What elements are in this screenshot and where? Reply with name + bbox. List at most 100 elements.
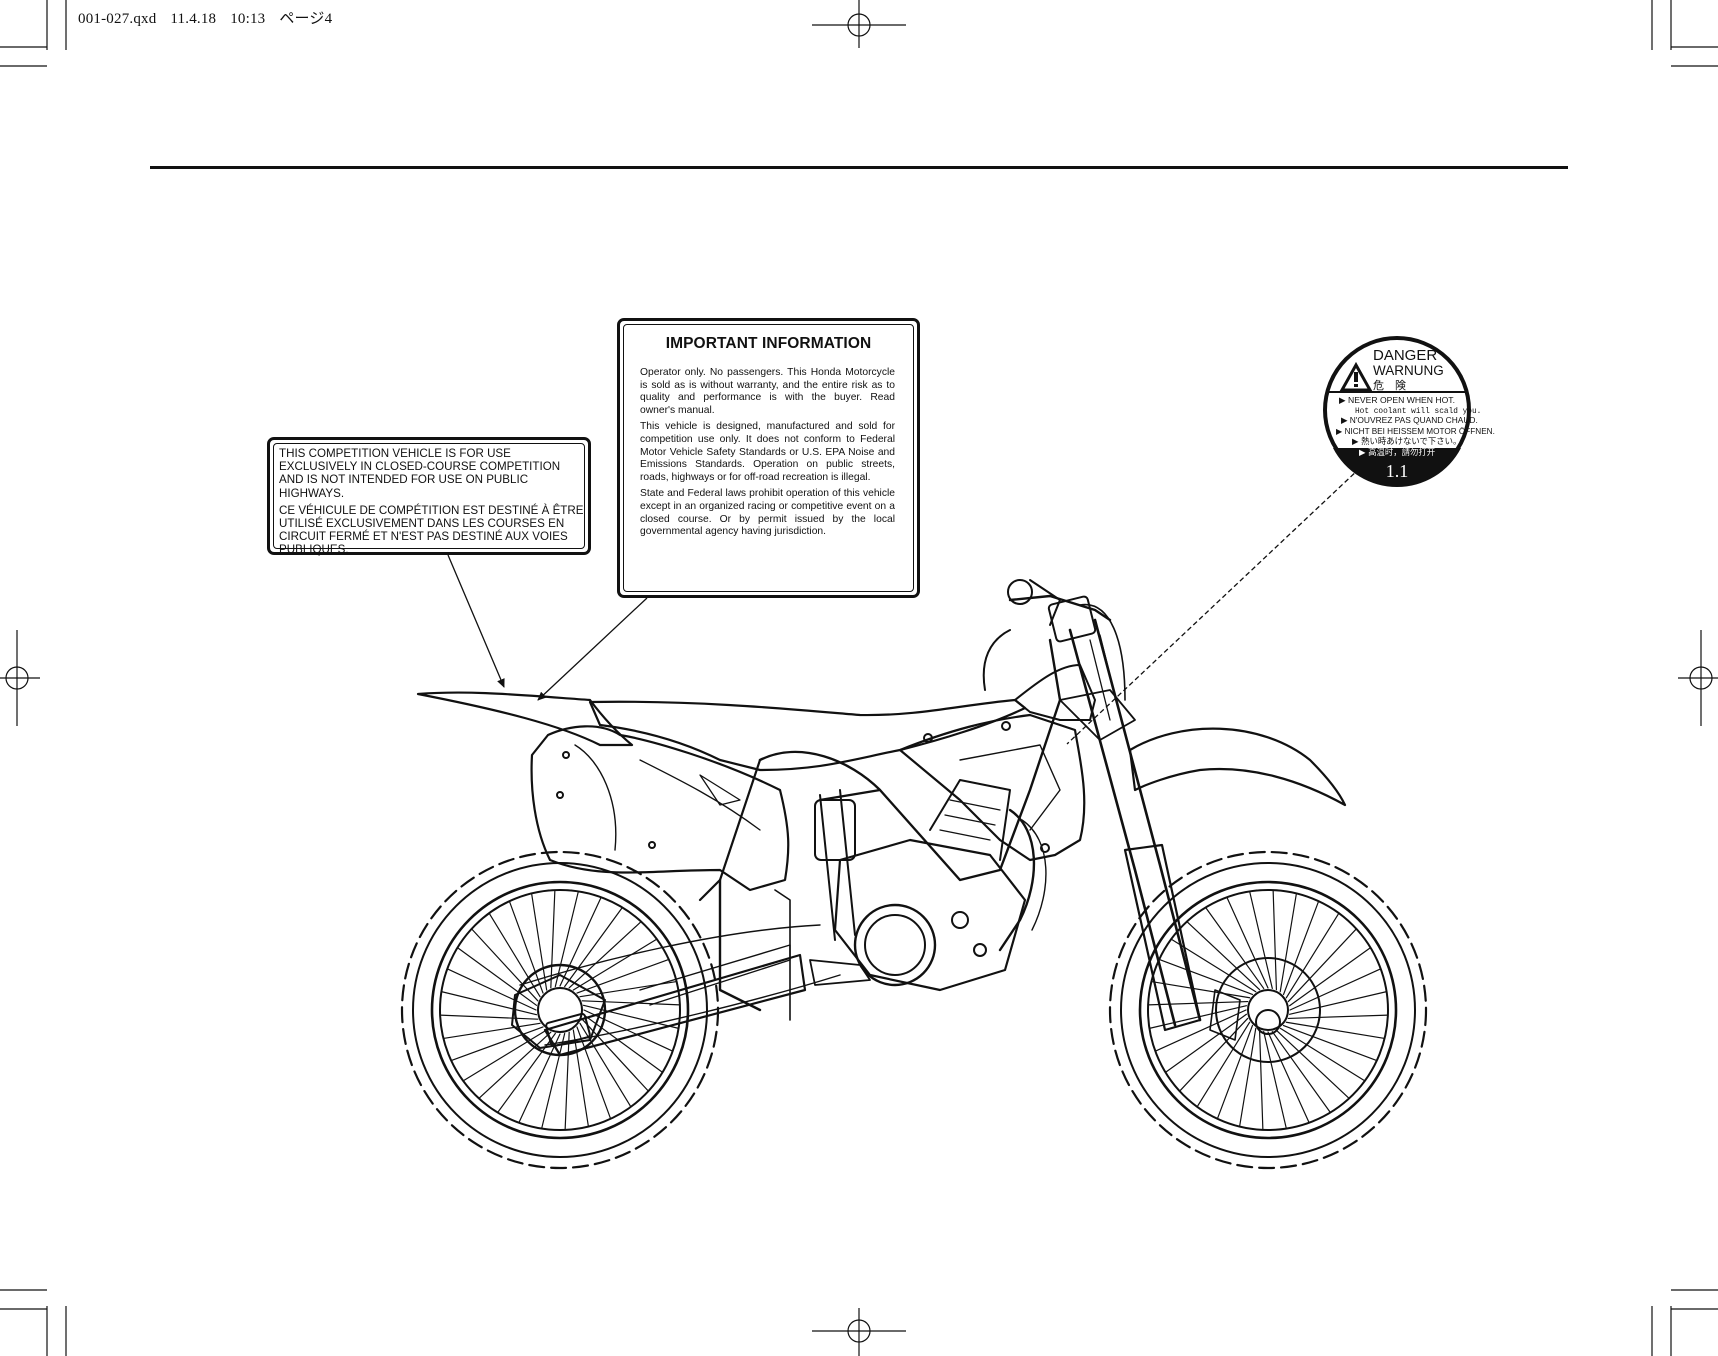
wheel-spoke <box>1249 890 1273 990</box>
printer-slug: 001-027.qxd 11.4.18 10:13 ページ4 <box>78 7 342 28</box>
rear-fender <box>416 691 634 747</box>
danger-heading-ja: 危 険 <box>1373 379 1406 392</box>
wheel-spoke <box>1205 906 1265 990</box>
front-fork <box>1047 595 1202 1032</box>
wheel-spoke <box>1289 968 1382 1011</box>
important-label-title: IMPORTANT INFORMATION <box>665 335 872 352</box>
warning-triangle-icon <box>1339 361 1373 392</box>
wheel-spoke <box>564 1031 570 1131</box>
danger-line-3: ▶ N'OUVREZ PAS QUAND CHAUD. <box>1341 415 1478 425</box>
registration-mark-right <box>1678 630 1718 726</box>
slug-date: 11.4.18 <box>170 11 217 27</box>
important-label-paragraph-3: State and Federal laws prohibit operatio… <box>640 488 895 538</box>
wheel-spoke <box>581 1000 681 1006</box>
danger-line-4: ▶ NICHT BEI HEISSEM MOTOR ÖFFNEN. <box>1336 426 1495 436</box>
danger-line-1: ▶ NEVER OPEN WHEN HOT. <box>1339 395 1455 405</box>
wheel-spoke <box>488 912 541 998</box>
wheel-spoke <box>530 892 548 991</box>
rear-wheel <box>400 850 720 1170</box>
wheel-spoke <box>554 890 579 988</box>
important-label-paragraph-2: This vehicle is designed, manufactured a… <box>640 421 895 483</box>
wheel-spoke <box>439 1014 539 1020</box>
side-panel <box>530 725 790 892</box>
swingarm <box>543 953 807 1057</box>
header-rule <box>150 166 1568 169</box>
leader-line-danger <box>1066 467 1361 745</box>
wheel-spoke <box>456 947 538 1006</box>
wheel-spoke <box>508 900 544 994</box>
wheel-spoke <box>541 1032 566 1130</box>
wheel-spoke <box>1275 1029 1350 1099</box>
front-fender <box>1128 727 1347 807</box>
registration-mark-bottom <box>812 1308 906 1356</box>
wheel-spoke <box>1267 1031 1310 1124</box>
wheel-spoke <box>1258 1029 1264 1131</box>
wheel-spoke <box>576 958 670 994</box>
wheel-spoke <box>1282 900 1320 996</box>
wheel-spoke <box>1164 1013 1248 1073</box>
frame <box>718 638 1062 1012</box>
wheel-spoke <box>450 1026 544 1062</box>
slug-file: 001-027.qxd <box>78 11 157 27</box>
wheel-spoke <box>1154 1009 1247 1052</box>
wheel-spoke <box>446 968 537 1011</box>
engine <box>833 779 1047 992</box>
wheel-spoke <box>1216 1024 1254 1120</box>
slug-time: 10:13 <box>230 11 266 27</box>
danger-line-5: ▶ 熱い時あけないで下さい。 <box>1352 436 1461 446</box>
wheel-spoke <box>1279 1027 1366 1082</box>
wheel-spoke <box>550 889 556 989</box>
wheel-spoke <box>1272 889 1278 991</box>
wheel-spoke <box>1263 1030 1287 1130</box>
slug-page: ページ4 <box>279 11 333 27</box>
rear-shock <box>819 789 856 941</box>
wheel-spoke <box>1285 1021 1386 1040</box>
wheel-spoke <box>1271 1030 1331 1114</box>
wheel-spoke <box>572 1029 590 1128</box>
danger-heading-de: WARNUNG <box>1373 363 1444 378</box>
wheel-spoke <box>518 1033 561 1124</box>
wheel-spoke <box>582 1004 680 1029</box>
wheel-spoke <box>442 1022 541 1040</box>
wheel-spoke <box>564 906 623 988</box>
competition-label-inner-border <box>273 443 585 549</box>
wheel-spoke <box>1287 1014 1389 1020</box>
danger-line-2: Hot coolant will scald you. <box>1355 408 1481 416</box>
wheel-spoke <box>576 1026 612 1120</box>
wheel-spoke <box>1285 912 1340 999</box>
front-wheel <box>1108 850 1428 1170</box>
leader-line-important <box>537 597 648 701</box>
important-label-paragraph-1: Operator only. No passengers. This Honda… <box>640 367 895 416</box>
wheel-spoke <box>1158 958 1254 996</box>
wheel-spoke <box>579 1022 632 1108</box>
important-information-label: IMPORTANT INFORMATION Operator only. No … <box>617 318 920 598</box>
wheel-spoke <box>478 1031 552 1099</box>
danger-decal: DANGER WARNUNG 危 険 ▶ NEVER OPEN WHEN HOT… <box>1323 336 1495 488</box>
wheel-spoke <box>1186 921 1261 991</box>
wheel-spoke <box>572 938 658 991</box>
competition-label-french: CE VÉHICULE DE COMPÉTITION EST DESTINÉ À… <box>279 503 584 557</box>
wheel-spoke <box>462 1029 548 1082</box>
competition-label-english: THIS COMPETITION VEHICLE IS FOR USE EXCL… <box>279 447 561 500</box>
wheel-spoke <box>1287 928 1357 1003</box>
wheel-spoke <box>1150 980 1251 999</box>
wheel-spoke <box>568 921 642 989</box>
danger-pressure: 1.1 <box>1386 461 1409 481</box>
wheel-spoke <box>1288 991 1388 1015</box>
danger-line-6: ▶ 高温时，請勿打开 <box>1359 447 1435 457</box>
wheel-spoke <box>440 991 538 1016</box>
registration-mark-left <box>0 630 40 726</box>
leader-line-competition <box>447 554 505 688</box>
important-label-inner-border <box>623 324 914 592</box>
wheel-spoke <box>1282 1024 1378 1062</box>
wheel-spoke <box>1226 896 1269 989</box>
danger-heading-en: DANGER <box>1373 347 1437 364</box>
wheel-spoke <box>1238 1027 1257 1128</box>
wheel-spoke <box>1279 892 1298 993</box>
wheel-spoke <box>1196 1021 1251 1108</box>
registration-mark-top <box>812 0 906 48</box>
wheel-spoke <box>1288 947 1372 1007</box>
competition-label: THIS COMPETITION VEHICLE IS FOR USE EXCL… <box>267 437 591 557</box>
radiator-shroud <box>898 713 1086 862</box>
